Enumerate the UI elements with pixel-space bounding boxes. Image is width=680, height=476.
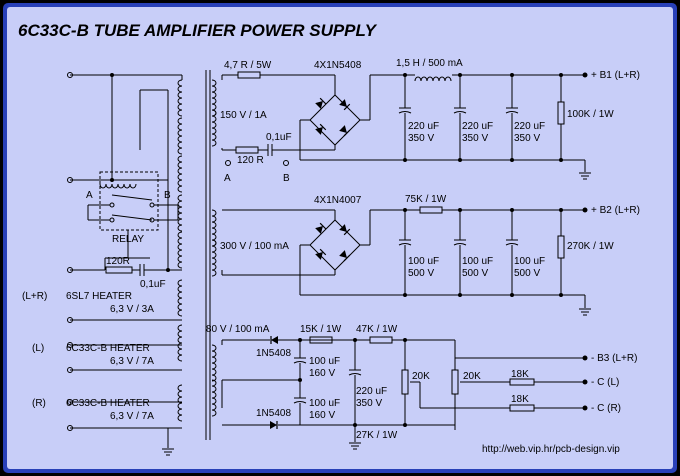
heater-3-tag: (R) (32, 398, 46, 409)
b1-point-b-label: B (283, 173, 290, 184)
b1-series-c-label: 0,1uF (266, 132, 292, 143)
b3-cap-top-voltage: 160 V (309, 368, 335, 379)
b3-winding-label: 80 V / 100 mA (206, 324, 270, 335)
b2-winding-label: 300 V / 100 mA (220, 241, 289, 252)
b3-pot1-label: 20K (412, 371, 430, 382)
b1-resistor-label: 4,7 R / 5W (224, 60, 272, 71)
b3-r1-label: 15K / 1W (300, 324, 342, 335)
b3-diode-top-label: 1N5408 (256, 348, 291, 359)
heater-3-rating: 6,3 V / 7A (110, 411, 154, 422)
b2-load-label: 270K / 1W (567, 241, 614, 252)
page-title: 6C33C-B TUBE AMPLIFIER POWER SUPPLY (18, 21, 378, 40)
b1-winding-label: 150 V / 1A (220, 110, 267, 121)
b3-rc1-label: 18K (511, 369, 529, 380)
relay-b-label: B (164, 190, 171, 201)
snubber-r-label: 120R (106, 256, 130, 267)
b3-cap-mid-voltage: 350 V (356, 398, 382, 409)
b2-output-label: + B2 (L+R) (591, 205, 640, 216)
b1-point-a-label: A (224, 173, 231, 184)
b2-cap2-voltage: 500 V (462, 268, 488, 279)
b1-cap1-voltage: 350 V (408, 133, 434, 144)
website-url: http://web.vip.hr/pcb-design.vip (482, 444, 620, 455)
b2-resistor-label: 75K / 1W (405, 194, 447, 205)
cr-output-label: - C (R) (591, 403, 621, 414)
b1-output-label: + B1 (L+R) (591, 70, 640, 81)
heater-3-name: 6C33C-B HEATER (66, 398, 150, 409)
b1-cap3-voltage: 350 V (514, 133, 540, 144)
heater-1-rating: 6,3 V / 3A (110, 304, 154, 315)
b3-cap-bottom-voltage: 160 V (309, 410, 335, 421)
b3-cap-top-value: 100 uF (309, 356, 340, 367)
snubber-c-label: 0,1uF (140, 279, 166, 290)
b1-cap1-value: 220 uF (408, 121, 439, 132)
b2-cap3-voltage: 500 V (514, 268, 540, 279)
b1-cap3-value: 220 uF (514, 121, 545, 132)
heater-1-name: 6SL7 HEATER (66, 291, 132, 302)
heater-2-rating: 6,3 V / 7A (110, 356, 154, 367)
relay-label: RELAY (112, 234, 144, 245)
heater-2-tag: (L) (32, 343, 44, 354)
b1-series-r-label: 120 R (237, 155, 264, 166)
b2-bridge-label: 4X1N4007 (314, 195, 362, 206)
b1-cap2-voltage: 350 V (462, 133, 488, 144)
b3-r-bottom-label: 27K / 1W (356, 430, 398, 441)
b3-output-label: - B3 (L+R) (591, 353, 637, 364)
b3-pot2-label: 20K (463, 371, 481, 382)
b1-bridge-label: 4X1N5408 (314, 60, 362, 71)
b1-cap2-value: 220 uF (462, 121, 493, 132)
b1-load-label: 100K / 1W (567, 109, 614, 120)
cl-output-label: - C (L) (591, 377, 619, 388)
b3-cap-bottom-value: 100 uF (309, 398, 340, 409)
b3-cap-mid-value: 220 uF (356, 386, 387, 397)
b3-diode-bottom-label: 1N5408 (256, 408, 291, 419)
b2-cap1-voltage: 500 V (408, 268, 434, 279)
heater-1-tag: (L+R) (22, 291, 47, 302)
b1-choke-label: 1,5 H / 500 mA (396, 58, 463, 69)
b2-cap2-value: 100 uF (462, 256, 493, 267)
heater-2-name: 6C33C-B HEATER (66, 343, 150, 354)
relay-a-label: A (86, 190, 93, 201)
b2-cap1-value: 100 uF (408, 256, 439, 267)
b3-r2-label: 47K / 1W (356, 324, 398, 335)
b3-rc2-label: 18K (511, 394, 529, 405)
b2-cap3-value: 100 uF (514, 256, 545, 267)
